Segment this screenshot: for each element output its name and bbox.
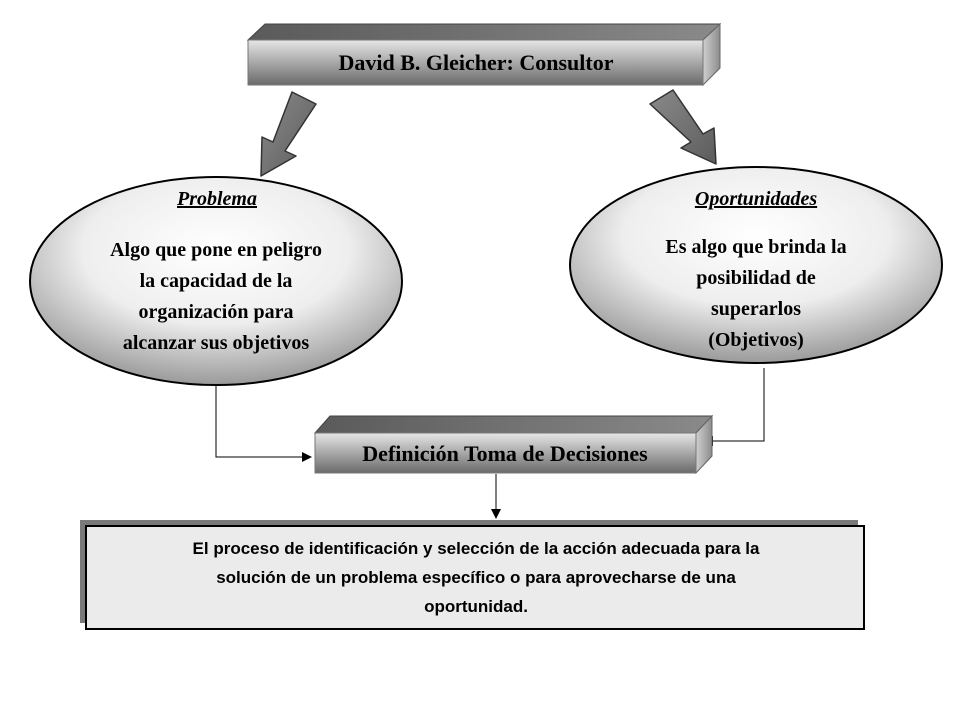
definition-box: El proceso de identificación y selección… bbox=[80, 520, 865, 630]
problema-line-4: alcanzar sus objetivos bbox=[123, 332, 310, 354]
oportunidades-line-1: Es algo que brinda la bbox=[665, 236, 846, 258]
problema-heading: Problema bbox=[176, 188, 257, 210]
diagram-title: David B. Gleicher: Consultor bbox=[339, 50, 614, 75]
connector-left bbox=[215, 385, 312, 462]
decision-box: Definición Toma de Decisiones bbox=[313, 414, 714, 475]
problema-line-2: la capacidad de la bbox=[140, 270, 293, 292]
problema-ellipse: Problema Algo que pone en peligro la cap… bbox=[29, 176, 403, 386]
connector-right bbox=[703, 368, 765, 446]
oportunidades-heading: Oportunidades bbox=[695, 188, 817, 210]
problema-line-3: organización para bbox=[139, 301, 294, 323]
title-box: David B. Gleicher: Consultor bbox=[246, 22, 722, 87]
oportunidades-line-3: superarlos bbox=[711, 298, 801, 320]
oportunidades-line-2: posibilidad de bbox=[696, 267, 816, 289]
definition-line-3: oportunidad. bbox=[424, 597, 528, 616]
arrow-to-oportunidades bbox=[649, 89, 717, 165]
problema-line-1: Algo que pone en peligro bbox=[110, 239, 322, 261]
arrow-to-problema bbox=[260, 91, 317, 177]
oportunidades-line-4: (Objetivos) bbox=[708, 329, 804, 351]
definition-line-1: El proceso de identificación y selección… bbox=[193, 539, 760, 558]
definition-line-2: solución de un problema específico o par… bbox=[216, 568, 736, 587]
oportunidades-ellipse: Oportunidades Es algo que brinda la posi… bbox=[569, 166, 943, 364]
decision-title: Definición Toma de Decisiones bbox=[362, 441, 648, 466]
